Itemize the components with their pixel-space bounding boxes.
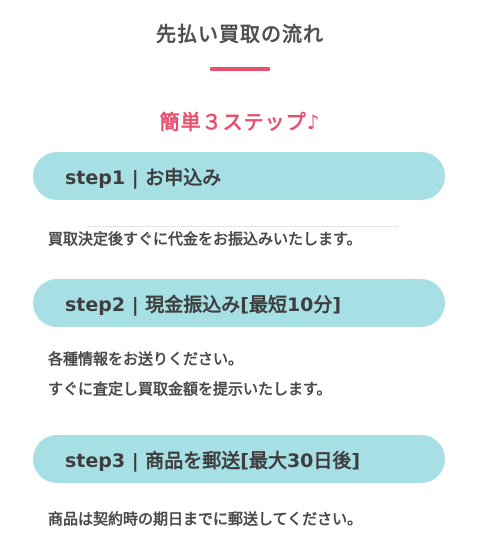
step-3-heading: step3 | 商品を郵送[最大30日後] (33, 435, 445, 483)
step-1-heading: step1 | お申込み (33, 152, 445, 200)
page-title: 先払い買取の流れ (156, 22, 324, 46)
title-underline (210, 67, 270, 71)
step-2-description-line-2: すぐに査定し買取金額を提示いたします。 (48, 380, 332, 398)
step-3-description: 商品は契約時の期日までに郵送してください。 (48, 504, 468, 534)
step-2-description: 各種情報をお送りください。 すぐに査定し買取金額を提示いたします。 (48, 344, 468, 404)
step-3-description-line-1: 商品は契約時の期日までに郵送してください。 (48, 510, 363, 528)
step-2-heading: step2 | 現金振込み[最短10分] (33, 279, 445, 327)
step-1-divider (88, 226, 398, 227)
page-subtitle: 簡単３ステップ♪ (159, 110, 321, 134)
step-2-description-line-1: 各種情報をお送りください。 (48, 350, 244, 368)
step-1-description-line-1: 買取決定後すぐに代金をお振込みいたします。 (48, 230, 362, 248)
step-1-description: 買取決定後すぐに代金をお振込みいたします。 (48, 224, 468, 254)
